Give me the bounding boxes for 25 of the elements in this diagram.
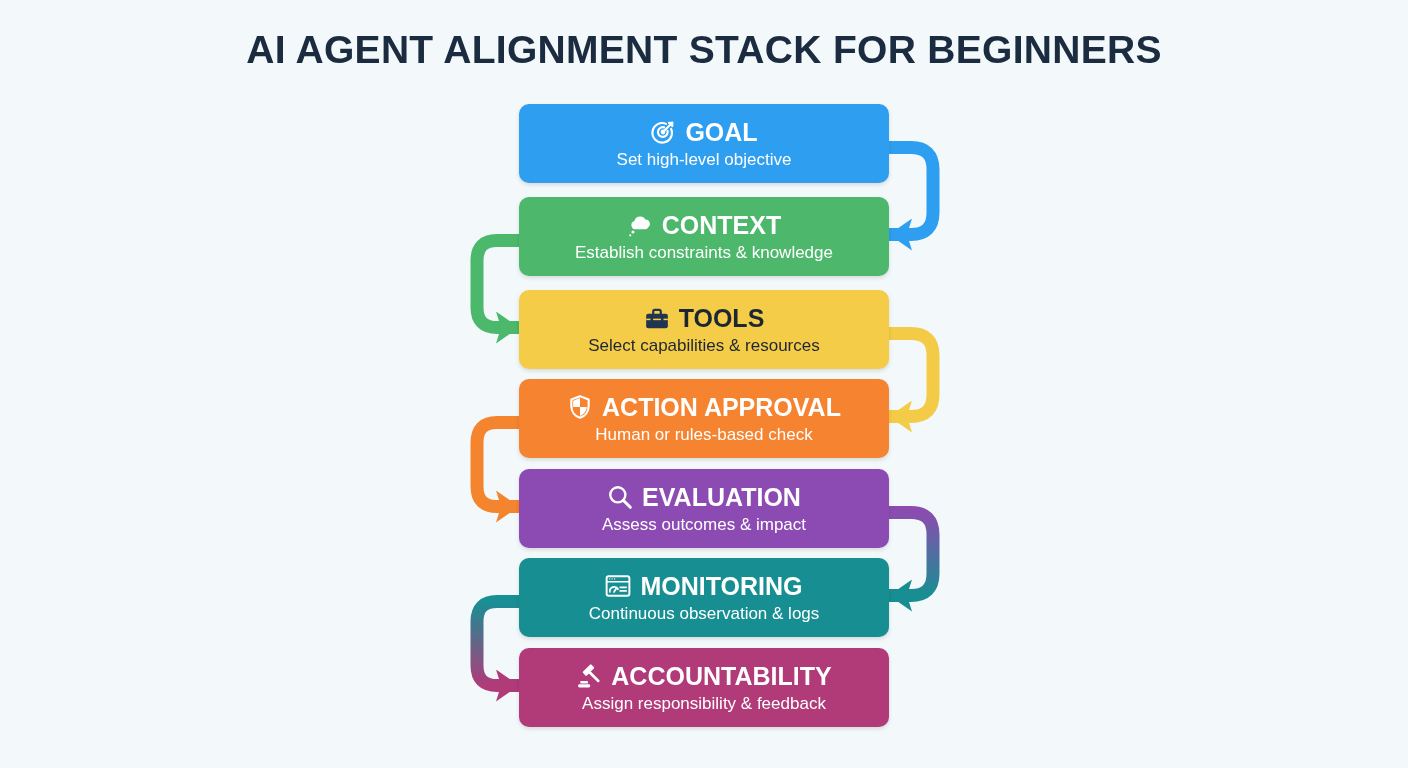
step-box — [519, 558, 889, 637]
step-description: Human or rules-based check — [595, 423, 813, 446]
step-description: Assess outcomes & impact — [601, 513, 807, 536]
step-title: CONTEXT — [661, 209, 782, 240]
curved-arrow — [470, 595, 519, 702]
step-description: Assign responsibility & feedback — [582, 692, 826, 715]
step-title: ACTION APPROVAL — [602, 391, 841, 422]
step-box — [519, 290, 889, 369]
curved-arrow — [470, 416, 519, 523]
step-title: EVALUATION — [642, 481, 801, 512]
step-title: MONITORING — [640, 570, 803, 601]
step-box — [519, 104, 889, 183]
curved-arrow — [470, 234, 519, 344]
step-title: GOAL — [685, 116, 758, 147]
step-box — [519, 379, 889, 458]
step-box — [519, 469, 889, 548]
step-description: Select capabilities & resources — [588, 334, 820, 357]
step-box — [519, 197, 889, 276]
title: AI AGENT ALIGNMENT STACK FOR BEGINNERS — [246, 27, 1162, 73]
step-title: TOOLS — [678, 302, 765, 333]
step-description: Set high-level objective — [616, 148, 792, 171]
step-box — [519, 648, 889, 727]
step-title: ACCOUNTABILITY — [611, 660, 832, 691]
step-description: Continuous observation & logs — [588, 602, 820, 625]
step-description: Establish constraints & knowledge — [575, 241, 833, 264]
